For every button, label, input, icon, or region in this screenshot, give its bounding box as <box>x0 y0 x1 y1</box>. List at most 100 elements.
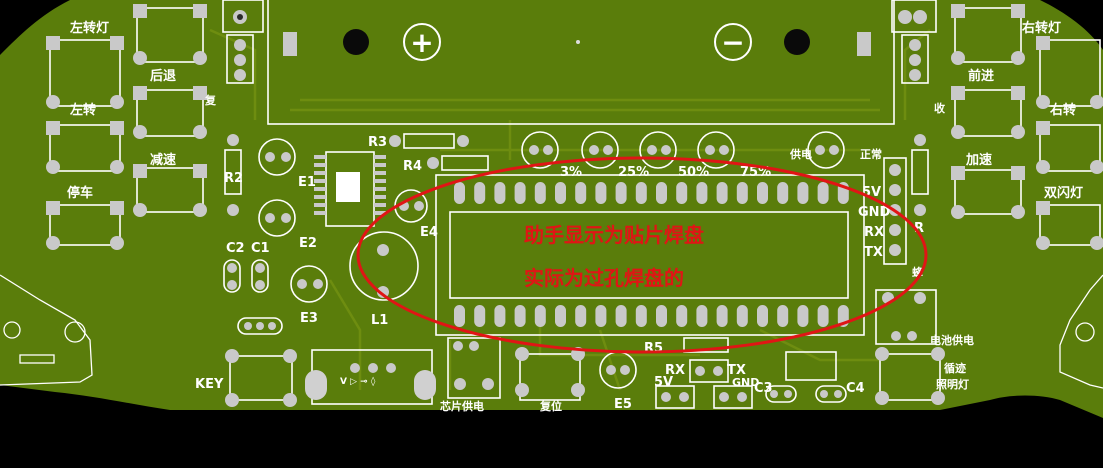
label-switch-symbols: V ▷ ⊸ ◊ <box>340 376 376 387</box>
label-right-turn-signal: 右转灯 <box>1021 20 1061 36</box>
header-top-right <box>891 0 937 84</box>
label-left-turn: 左转 <box>70 102 96 118</box>
designator-rx: RX <box>665 363 685 378</box>
label-normal: 正常 <box>860 147 882 161</box>
label-accelerate: 加速 <box>965 152 992 168</box>
annotation-line-1: 助手显示为贴片焊盘 <box>524 223 704 247</box>
lcd-pin-pad <box>514 305 526 327</box>
designator-c4: C4 <box>846 381 865 396</box>
designator-c2: C2 <box>226 241 245 256</box>
designator-5v: 5V <box>654 375 673 390</box>
battery-holder: + − <box>267 0 895 125</box>
meter-label-50: 50% <box>678 165 709 180</box>
lcd-pin-pad <box>757 305 768 327</box>
designator-e4: E4 <box>420 225 438 240</box>
electrolytic-capacitors-left <box>258 138 428 303</box>
meter-label-3: 3% <box>560 165 582 180</box>
meter-label-power: 供电 <box>789 147 812 161</box>
label-reset-button: 复位 <box>539 399 562 413</box>
lcd-pin-pad <box>696 182 708 204</box>
uart-label-rx: RX <box>864 225 884 240</box>
label-receive: 收 <box>934 101 945 115</box>
label-lighting: 照明灯 <box>936 377 969 391</box>
lcd-pin-pad <box>676 305 688 327</box>
lcd-pin-pad <box>595 182 607 204</box>
lcd-pin-pad <box>555 305 566 327</box>
copper-traces <box>209 28 931 391</box>
lcd-pin-pad <box>575 182 587 204</box>
lcd-pin-pad <box>817 305 829 327</box>
designator-r: R <box>914 221 924 236</box>
label-battery-power: 电池供电 <box>930 333 974 347</box>
label-right-turn: 右转 <box>1049 102 1076 118</box>
lcd-pin-pads <box>454 182 849 327</box>
car-silhouette-left <box>0 274 93 386</box>
designator-tx: TX <box>727 363 746 378</box>
designator-r2: R2 <box>224 171 243 186</box>
battery-plus-symbol: + <box>410 26 433 59</box>
label-left-turn-signal: 左转灯 <box>70 20 109 36</box>
board-notch-right <box>1040 0 1103 50</box>
designator-r5: R5 <box>644 341 663 356</box>
lcd-pin-pad <box>716 305 728 327</box>
lcd-pin-pad <box>615 305 627 327</box>
lcd-pin-pad <box>615 182 627 204</box>
designator-e2: E2 <box>299 236 317 251</box>
label-decelerate: 减速 <box>150 152 176 168</box>
designator-l1: L1 <box>371 313 388 328</box>
designator-gnd: GND <box>732 376 759 389</box>
uart-label-gnd: GND <box>858 205 891 220</box>
lcd-pin-pad <box>635 182 647 204</box>
lcd-pin-pad <box>736 182 748 204</box>
lcd-pin-pad <box>454 305 465 327</box>
battery-minus-symbol: − <box>721 26 744 59</box>
uart-label-tx: TX <box>864 245 883 260</box>
lcd-pin-pad <box>635 305 647 327</box>
switch-footprints-left <box>46 4 207 250</box>
lcd-pin-pad <box>534 182 546 204</box>
designator-e5: E5 <box>614 397 632 412</box>
lcd-pin-pad <box>575 305 587 327</box>
label-forward: 前进 <box>968 68 994 84</box>
designator-r3: R3 <box>368 135 387 150</box>
designator-e1: E1 <box>298 175 316 190</box>
lcd-pin-pad <box>474 182 486 204</box>
lcd-pin-pad <box>474 305 486 327</box>
label-reverse: 后退 <box>150 68 176 84</box>
resistors <box>224 133 929 353</box>
uart-header <box>883 157 907 265</box>
label-double-flash: 双闪灯 <box>1044 185 1083 201</box>
switch-footprints-right <box>951 4 1103 250</box>
label-stop: 停车 <box>67 185 93 201</box>
label-chip-power: 芯片供电 <box>440 399 484 413</box>
annotation-line-2: 实际为过孔焊盘的 <box>524 266 684 290</box>
meter-label-25: 25% <box>618 165 649 180</box>
lcd-pin-pad <box>797 182 809 204</box>
lcd-pin-pad <box>494 182 506 204</box>
lcd-pin-pad <box>454 182 465 204</box>
lcd-pin-pad <box>736 305 748 327</box>
lcd-pin-pad <box>534 305 546 327</box>
header-top-left <box>222 0 264 84</box>
designator-r4: R4 <box>403 159 422 174</box>
lcd-pin-pad <box>777 182 789 204</box>
bottom-components <box>225 289 945 409</box>
lcd-pin-pad <box>817 182 829 204</box>
label-reset-mark: 复 <box>204 93 217 107</box>
lcd-pin-pad <box>656 182 667 204</box>
lcd-pin-pad <box>555 182 566 204</box>
lcd-pin-pad <box>696 305 708 327</box>
lcd-pin-pad <box>757 182 768 204</box>
designator-key: KEY <box>195 377 224 392</box>
designator-c1: C1 <box>251 241 270 256</box>
lcd-pin-pad <box>777 305 789 327</box>
car-silhouette-right <box>1059 274 1103 389</box>
lcd-pin-pad <box>676 182 688 204</box>
lcd-pin-pad <box>595 305 607 327</box>
lcd-module <box>435 174 865 336</box>
designator-c3: C3 <box>754 381 773 396</box>
board-notch-left <box>0 0 70 55</box>
lcd-pin-pad <box>494 305 506 327</box>
